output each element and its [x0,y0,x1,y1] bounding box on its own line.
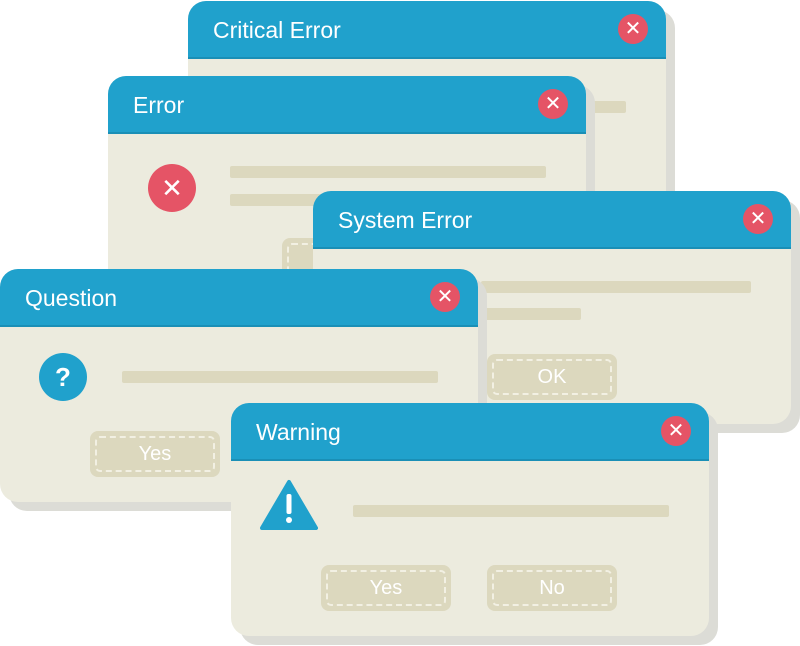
ok-button[interactable]: OK [487,354,617,400]
close-icon[interactable]: ✕ [743,204,773,234]
content-placeholder-bar [588,101,626,113]
close-icon[interactable]: ✕ [430,282,460,312]
yes-button[interactable]: Yes [321,565,451,611]
no-button-label: No [539,577,565,599]
ok-button-label: OK [537,366,567,388]
warning-dialog: Warning ✕ Yes No [231,403,709,636]
close-icon[interactable]: ✕ [661,416,691,446]
titlebar: Critical Error ✕ [188,1,666,59]
question-icon: ? [39,353,87,401]
no-button[interactable]: No [487,565,617,611]
yes-button-label: Yes [369,577,403,599]
content-placeholder-bar [122,371,438,383]
close-icon[interactable]: ✕ [538,89,568,119]
titlebar: System Error ✕ [313,191,791,249]
content-placeholder-bar [230,166,546,178]
dialog-title: Question [25,285,118,311]
dialog-title: Error [133,92,185,118]
content-placeholder-bar [481,308,581,320]
warning-triangle-icon [260,480,318,530]
dialog-title: Warning [256,419,341,445]
dialog-title: System Error [338,207,473,233]
content-placeholder-bar [353,505,669,517]
yes-button[interactable]: Yes [90,431,220,477]
titlebar: Question ✕ [0,269,478,327]
dialog-title: Critical Error [213,17,341,43]
titlebar: Error ✕ [108,76,586,134]
close-icon[interactable]: ✕ [618,14,648,44]
titlebar: Warning ✕ [231,403,709,461]
yes-button-label: Yes [138,443,172,465]
error-x-icon: ✕ [148,164,196,212]
content-placeholder-bar [481,281,751,293]
